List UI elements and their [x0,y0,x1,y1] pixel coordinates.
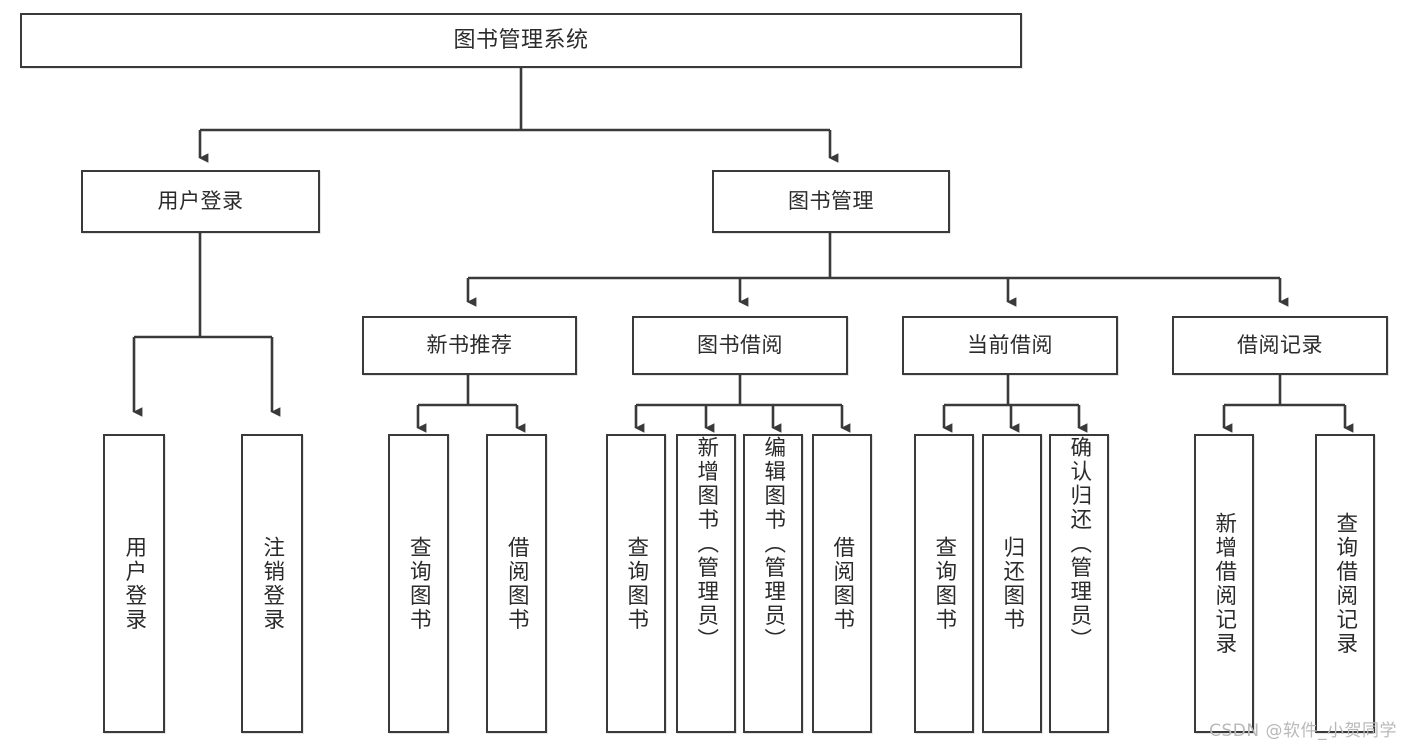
node-new-book-recommend[interactable]: 新书推荐 [362,316,577,375]
node-book-management[interactable]: 图书管理 [712,170,950,233]
node-label: 确认归还（管理员） [1066,436,1092,652]
leaf-borrow-record-add-record[interactable]: 新增借阅记录 [1194,434,1254,733]
node-label: 借阅图书 [829,535,855,632]
node-root-book-management-system[interactable]: 图书管理系统 [20,13,1022,68]
node-label: 图书管理 [788,189,874,214]
node-label: 当前借阅 [967,333,1053,358]
leaf-current-borrow-query-book[interactable]: 查询图书 [914,434,974,733]
leaf-book-borrow-query-book[interactable]: 查询图书 [606,434,666,733]
csdn-watermark: CSDN @软件_小贺同学 [1209,721,1397,741]
node-label: 新书推荐 [426,333,513,358]
leaf-current-borrow-confirm-return-admin[interactable]: 确认归还（管理员） [1049,434,1109,733]
node-label: 查询图书 [931,535,957,632]
node-borrow-record[interactable]: 借阅记录 [1172,316,1388,375]
leaf-book-borrow-edit-book-admin[interactable]: 编辑图书（管理员） [743,434,803,733]
node-label: 查询借阅记录 [1332,511,1358,656]
node-current-borrow[interactable]: 当前借阅 [902,316,1118,375]
node-label: 借阅记录 [1237,333,1323,358]
leaf-user-login-logout[interactable]: 注销登录 [241,434,303,733]
node-label: 新增图书（管理员） [693,436,719,652]
node-label: 注销登录 [259,535,285,632]
node-label: 编辑图书（管理员） [760,436,786,652]
node-label: 借阅图书 [504,535,530,632]
node-label: 归还图书 [999,535,1025,632]
node-user-login[interactable]: 用户登录 [81,170,320,233]
node-label: 图书管理系统 [453,27,589,53]
leaf-new-book-borrow-book[interactable]: 借阅图书 [486,434,547,733]
node-label: 查询图书 [623,535,649,632]
leaf-book-borrow-borrow-book[interactable]: 借阅图书 [812,434,872,733]
node-book-borrow[interactable]: 图书借阅 [632,316,848,375]
leaf-book-borrow-add-book-admin[interactable]: 新增图书（管理员） [676,434,736,733]
leaf-borrow-record-query-record[interactable]: 查询借阅记录 [1315,434,1375,733]
node-label: 新增借阅记录 [1211,511,1237,656]
node-label: 查询图书 [406,535,432,632]
leaf-current-borrow-return-book[interactable]: 归还图书 [982,434,1042,733]
leaf-user-login-login[interactable]: 用户登录 [103,434,165,733]
leaf-new-book-query-book[interactable]: 查询图书 [388,434,449,733]
node-label: 用户登录 [121,535,147,632]
node-label: 图书借阅 [697,333,783,358]
node-label: 用户登录 [157,189,244,214]
